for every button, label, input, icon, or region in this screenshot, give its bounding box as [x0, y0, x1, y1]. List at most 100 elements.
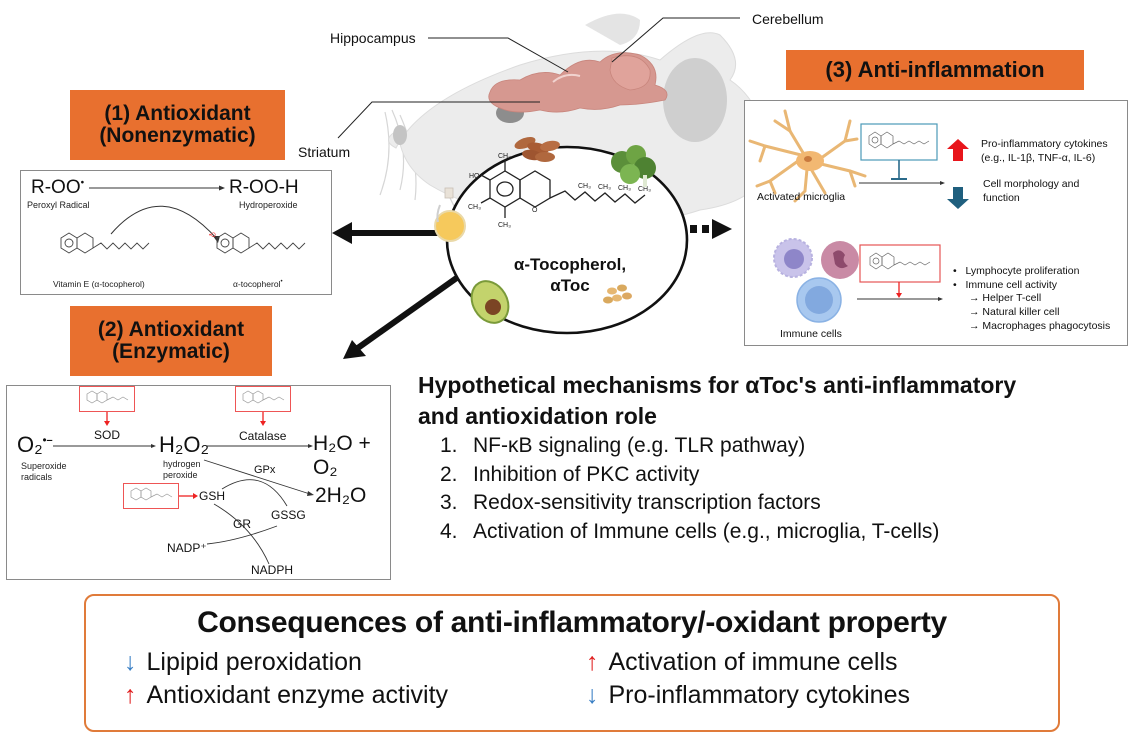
consequence-item: ↑ Antioxidant enzyme activity	[124, 681, 586, 710]
gssg-label: GSSG	[271, 508, 306, 522]
consequence-text: Activation of immune cells	[608, 648, 898, 676]
mechanism-item: 1. NF-κB signaling (e.g. TLR pathway)	[440, 432, 1118, 461]
superoxide-label-line2: radicals	[21, 471, 53, 482]
mouse-nose	[393, 125, 407, 145]
vitamin-e-label: Vitamin E (α-tocopherol)	[53, 279, 145, 289]
morphology-effect-line2: function	[983, 191, 1020, 204]
arrow-down-icon: ↓	[124, 648, 137, 676]
immune-effect-item: • Lymphocyte proliferation	[953, 265, 1080, 277]
morphology-effect-line1: Cell morphology and	[983, 178, 1080, 190]
gpx-reaction-arrow	[203, 459, 311, 495]
nadph-to-gsh-arrow	[213, 503, 270, 565]
consequence-item: ↑ Activation of immune cells	[586, 648, 1026, 677]
almonds-icon	[514, 136, 560, 162]
compound-name-line2: αToc	[550, 276, 590, 296]
striatum-leader-line	[337, 101, 540, 139]
immune-subeffect-item: → Helper T-cell	[969, 292, 1042, 305]
mechanism-text: NF-κB signaling (e.g. TLR pathway)	[473, 434, 806, 458]
mechanism-item: 3.Redox-sensitivity transcription factor…	[440, 489, 1118, 518]
compound-name-line1: α-Tocopherol,	[513, 255, 627, 274]
electron-transfer-arrow	[110, 205, 218, 240]
microglia-icon	[748, 109, 867, 203]
seeds-icon	[603, 284, 632, 304]
superoxide-label-line1: Superoxide	[21, 461, 67, 471]
ch3-label: CH₃	[598, 184, 611, 191]
consequence-text: Pro-inflammatory cytokines	[608, 681, 910, 709]
gr-label: GR	[233, 517, 251, 531]
arrow-to-enzymatic	[353, 274, 460, 353]
superoxide-formula: O₂•–	[17, 432, 53, 458]
gpx-label: GPx	[254, 464, 276, 476]
water-oxygen-products: H₂O + O₂	[313, 432, 371, 479]
radical-dot: •	[280, 279, 283, 286]
section-title-line2: (Nonenzymatic)	[99, 124, 256, 147]
arrow-down-icon: ↓	[586, 681, 599, 709]
immune-subeffect-item: → Natural killer cell	[969, 305, 1060, 318]
striatum-label: Striatum	[298, 144, 351, 160]
hydrogen-peroxide-formula: H₂O₂	[159, 432, 210, 457]
immune-effect-text: Immune cell activity	[965, 278, 1058, 291]
ch3-label: CH₃	[618, 185, 631, 192]
immune-cells-label: Immune cells	[780, 328, 842, 340]
immune-effect-item: • Immune cell activity	[953, 278, 1058, 291]
mechanisms-title-line2: and antioxidation role	[418, 403, 657, 430]
radical-label-text: α-tocopherol	[233, 279, 281, 289]
consequence-item: ↓ Pro-inflammatory cytokines	[586, 681, 1026, 710]
consequences-box: Consequences of anti-inflammatory/-oxida…	[84, 594, 1060, 732]
catalase-label: Catalase	[239, 429, 287, 443]
immune-effect-text: Lymphocyte proliferation	[965, 265, 1080, 277]
mechanisms-list: 1. NF-κB signaling (e.g. TLR pathway) 2.I…	[418, 432, 1118, 546]
avocado-icon	[470, 280, 510, 324]
gssg-to-nadp-arrow	[206, 525, 278, 545]
nonenzymatic-reaction-diagram: •O	[60, 185, 306, 254]
ch3-label: CH₃	[498, 153, 511, 160]
arrow-up-icon: ↑	[124, 681, 137, 709]
cerebellum-shape	[609, 55, 651, 91]
cerebellum-leader-line	[611, 17, 740, 63]
h2o2-label-line2: peroxide	[163, 469, 198, 480]
immune-effects-list: • Lymphocyte proliferation • Immune cell…	[953, 265, 1110, 333]
section-nonenzymatic-header: (1) Antioxidant (Nonenzymatic)	[70, 90, 285, 160]
decrease-arrow-icon	[947, 187, 969, 209]
oxygen-radical-mark: •O	[209, 233, 216, 239]
oxygen-label: O	[532, 207, 538, 214]
peroxyl-radical-label: Peroxyl Radical	[27, 200, 90, 210]
increase-arrow-icon	[947, 139, 969, 161]
mechanism-item: 4. Activation of Immune cells (e.g., micr…	[440, 518, 1118, 547]
ho-label: HO	[469, 173, 480, 180]
morphology-effect: Cell morphology and function	[983, 178, 1079, 205]
microglia-label: Activated microglia	[757, 191, 846, 203]
section-title-line1: (2) Antioxidant	[97, 317, 245, 341]
gsh-to-gssg-arrow	[221, 479, 288, 507]
consequence-text: Lipipid peroxidation	[146, 648, 362, 676]
consequences-title: Consequences of anti-inflammatory/-oxida…	[197, 606, 947, 639]
central-compound-circle: CH₃ HO CH₃ CH₃ O CH₃ CH₃ CH₃ CH₃	[332, 136, 732, 359]
ch3-label: CH₃	[578, 183, 591, 190]
consequence-text: Antioxidant enzyme activity	[146, 681, 449, 709]
oil-bottle-icon	[434, 187, 466, 242]
arrow-head-left	[332, 222, 352, 244]
hydrogen-peroxide-label: hydrogen peroxide	[163, 459, 201, 481]
hydroperoxide-label: Hydroperoxide	[239, 200, 298, 210]
superoxide-label: Superoxide radicals	[21, 461, 67, 483]
broccoli-icon	[611, 145, 656, 187]
section-anti-inflammation-header: (3) Anti-inflammation	[786, 50, 1084, 90]
nadp-label: NADP⁺	[167, 541, 207, 555]
mechanism-item: 2.Inhibition of PKC activity	[440, 461, 1118, 490]
mechanisms-title: Hypothetical mechanisms for αToc's anti-…	[418, 370, 1118, 432]
cytokine-effect: Pro-inflammatory cytokines (e.g., IL-1β,…	[981, 138, 1108, 165]
arrow-up-icon: ↑	[586, 648, 599, 676]
tocopheryl-radical-label: α-tocopherol•	[233, 279, 283, 289]
cerebellum-label: Cerebellum	[752, 11, 824, 27]
mechanism-number: 4.	[440, 519, 458, 543]
consequences-grid: ↓ Lipipid peroxidation ↑ Activation of imm…	[124, 648, 1058, 710]
compound-name: α-Tocopherol, αToc	[490, 254, 650, 297]
mechanism-number: 1.	[440, 434, 458, 458]
hippocampus-leader-line	[428, 37, 569, 73]
immune-subeffect-item: → Macrophages phagocytosis	[969, 319, 1111, 332]
immune-cells-icon	[773, 238, 859, 323]
mechanism-text: Activation of Immune cells (e.g., microg…	[473, 519, 940, 543]
section-title-line2: (Enzymatic)	[112, 340, 230, 363]
sod-label: SOD	[94, 428, 121, 442]
hydroperoxide-formula: R-OO-H	[229, 177, 299, 198]
